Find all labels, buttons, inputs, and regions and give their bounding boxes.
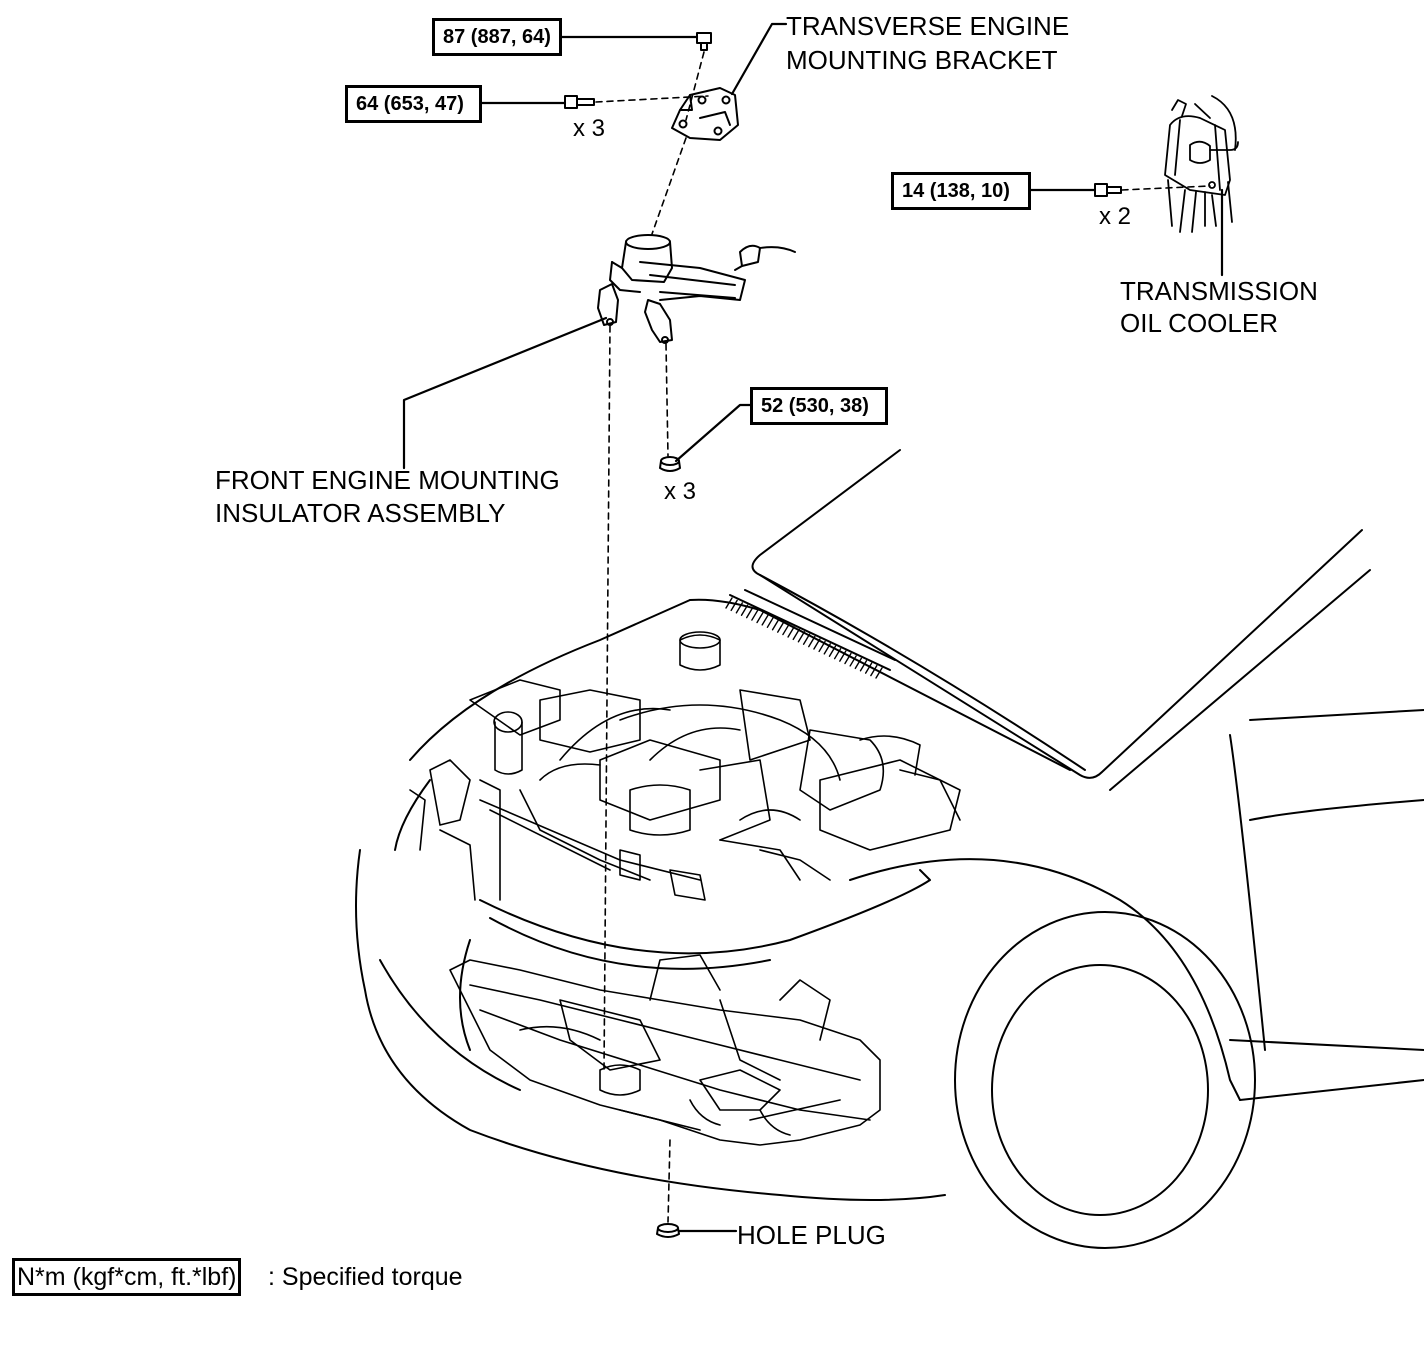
quantity-bracket-side-bolts: x 3 [573,115,606,142]
legend-torque-unit-box: N*m (kgf*cm, ft.*lbf) [12,1258,242,1296]
cowl-hatch-stroke [813,638,821,650]
torque-spec-bracket-side-bolts: 64 (653, 47) [345,85,482,123]
cowl-hatch-stroke [725,597,733,609]
cowl-hatch-stroke [828,645,837,657]
legend-description: : Specified torque [268,1263,463,1291]
torque-spec-oil-cooler-bolts: 14 (138, 10) [891,172,1031,210]
torque-spec-insulator-nuts: 52 (530, 38) [750,387,888,425]
cowl-hatch-stroke [756,611,764,624]
cowl-hatch-stroke [818,640,826,653]
bracket-top-bolt-part [696,32,712,51]
cowl-hatch-stroke [859,660,868,672]
cowl-hatch-stroke [864,662,873,674]
insulator-nut-part [659,456,681,472]
label-transverse-bracket-line1: TRANSVERSE ENGINE [786,11,1070,41]
cowl-hatch-stroke [787,626,795,638]
oil-cooler-bolt-part [1094,183,1122,197]
cowl-hatch-stroke [766,616,775,629]
torque-spec-bracket-top-bolt: 87 (887, 64) [432,18,562,56]
cowl-hatch-stroke [730,599,738,612]
transverse-engine-mounting-bracket-part [671,87,739,141]
label-oil-cooler-line1: TRANSMISSION [1120,276,1318,306]
cowl-hatch-stroke [823,643,831,655]
cowl-hatch-stroke [751,609,759,621]
vehicle-front-illustration [355,449,1424,1249]
cowl-hatch-stroke [833,647,842,660]
cowl-hatch-stroke [792,628,800,641]
bracket-side-bolt-part [564,95,595,109]
cowl-hatch-stroke [761,614,769,626]
cowl-hatch-stroke [735,602,744,614]
cowl-vent-hatching [725,597,883,679]
cowl-hatch-stroke [740,604,749,616]
label-hole-plug: HOLE PLUG [737,1220,886,1250]
cowl-hatch-stroke [771,619,780,631]
cowl-hatch-stroke [808,635,816,648]
front-subframe-illustration [449,954,881,1146]
transmission-oil-cooler-part [1164,95,1239,233]
cowl-hatch-stroke [870,664,878,677]
cowl-hatch-stroke [782,623,790,636]
cowl-hatch-stroke [854,657,863,670]
cowl-hatch-stroke [745,606,754,619]
cowl-hatch-stroke [797,631,806,643]
cowl-hatch-stroke [844,652,852,665]
engine-bay-illustration [409,631,961,901]
quantity-insulator-nuts: x 3 [664,478,697,505]
label-transverse-bracket-line2: MOUNTING BRACKET [786,45,1058,75]
label-insulator-line1: FRONT ENGINE MOUNTING [215,465,560,495]
cowl-hatch-stroke [849,655,857,667]
cowl-hatch-stroke [875,667,883,679]
cowl-hatch-stroke [777,621,785,633]
quantity-oil-cooler-bolts: x 2 [1099,203,1132,230]
label-oil-cooler-line2: OIL COOLER [1120,308,1278,338]
cowl-hatch-stroke [839,650,847,662]
front-engine-mounting-insulator-part [597,234,796,344]
cowl-hatch-stroke [802,633,811,645]
hole-plug-part [656,1223,680,1238]
assembly-dashed-lines [595,51,1211,1223]
label-insulator-line2: INSULATOR ASSEMBLY [215,498,506,528]
leader-lines [402,22,1224,1233]
